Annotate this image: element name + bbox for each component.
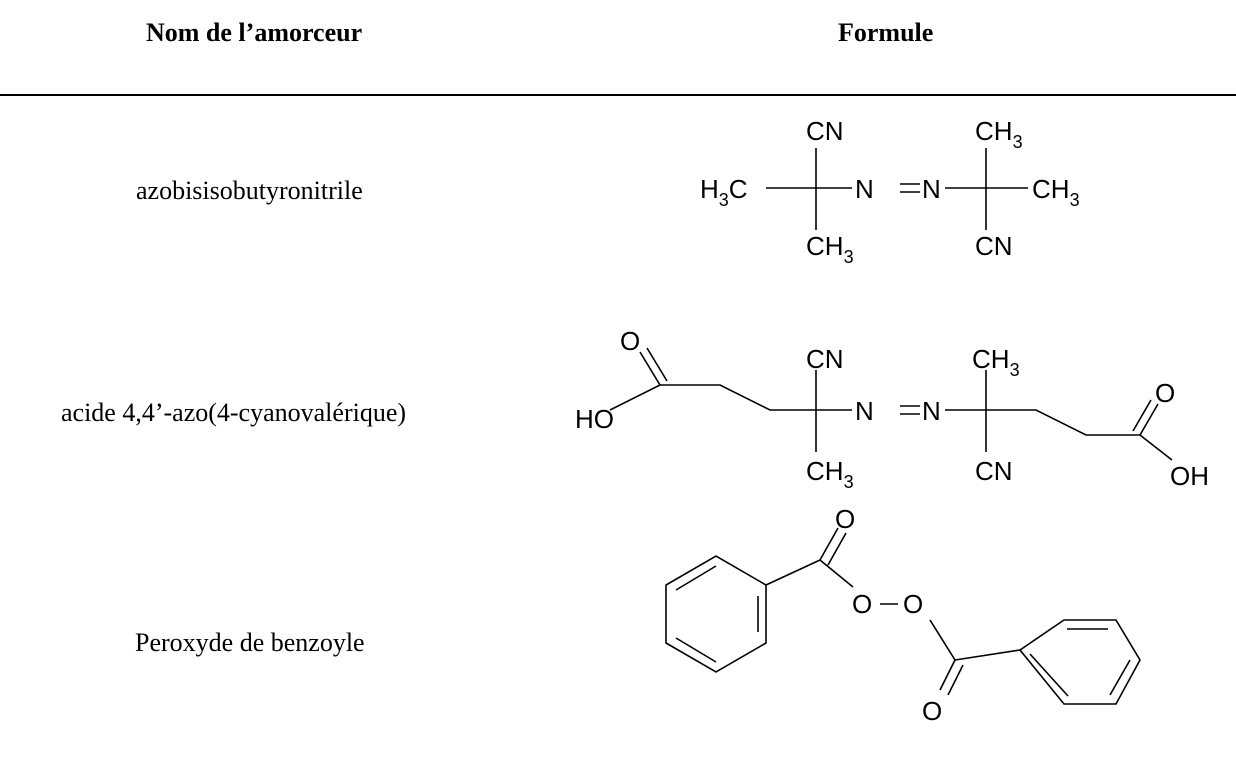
atom-n: N: [922, 174, 941, 204]
atom-cn: CN: [975, 231, 1013, 261]
bond: [675, 637, 717, 663]
bond: [954, 649, 1021, 661]
formula-acva: O HO CN CH3 N N CH3 CN O OH: [575, 326, 1209, 492]
bond: [639, 351, 661, 386]
bond: [675, 565, 717, 591]
bond: [929, 619, 956, 661]
atom-oh: OH: [1170, 461, 1209, 491]
atom-n: N: [855, 174, 874, 204]
header-rule: [0, 94, 1236, 96]
atom-ch3: CH3: [975, 116, 1023, 152]
bond: [819, 527, 839, 561]
column-header-name: Nom de l’amorceur: [146, 18, 363, 47]
initiator-name-aibn: azobisisobutyronitrile: [136, 176, 363, 205]
atom-h3c: H3C: [700, 174, 748, 210]
atom-o: O: [922, 696, 942, 726]
formula-aibn: CN H3C CH3 N N CH3 CH3 CN: [700, 116, 1080, 267]
formula-bpo: O O O O: [665, 504, 1141, 726]
atom-o: O: [835, 504, 855, 534]
bond: [819, 559, 854, 588]
bond: [947, 664, 964, 696]
atom-o: O: [852, 589, 872, 619]
bond: [827, 532, 847, 566]
atom-o: O: [620, 326, 640, 356]
atom-cn: CN: [975, 456, 1013, 486]
bond: [1139, 434, 1173, 461]
atom-o: O: [1155, 378, 1175, 408]
bond: [945, 409, 1140, 436]
atom-n: N: [855, 396, 874, 426]
atom-cn: CN: [806, 344, 844, 374]
atom-ho: HO: [575, 404, 614, 434]
bond: [1109, 659, 1131, 696]
bond: [1132, 399, 1152, 432]
initiator-name-bpo: Peroxyde de benzoyle: [135, 628, 365, 657]
atom-ch3: CH3: [972, 344, 1020, 380]
column-header-formula: Formule: [838, 18, 934, 47]
atom-o: O: [903, 589, 923, 619]
atom-n: N: [922, 396, 941, 426]
atom-ch3: CH3: [806, 231, 854, 267]
bond: [1029, 653, 1069, 697]
bond: [1139, 403, 1159, 436]
initiator-name-acva: acide 4,4’-azo(4-cyanovalérique): [61, 398, 407, 427]
atom-cn: CN: [806, 116, 844, 146]
bond: [646, 347, 668, 382]
bond: [609, 384, 661, 411]
atom-ch3: CH3: [806, 456, 854, 492]
bond: [939, 659, 956, 691]
benzene-ring: [1018, 619, 1141, 705]
bond: [660, 384, 852, 411]
bond: [765, 559, 821, 586]
atom-ch3: CH3: [1032, 174, 1080, 210]
benzene-ring: [665, 555, 767, 673]
